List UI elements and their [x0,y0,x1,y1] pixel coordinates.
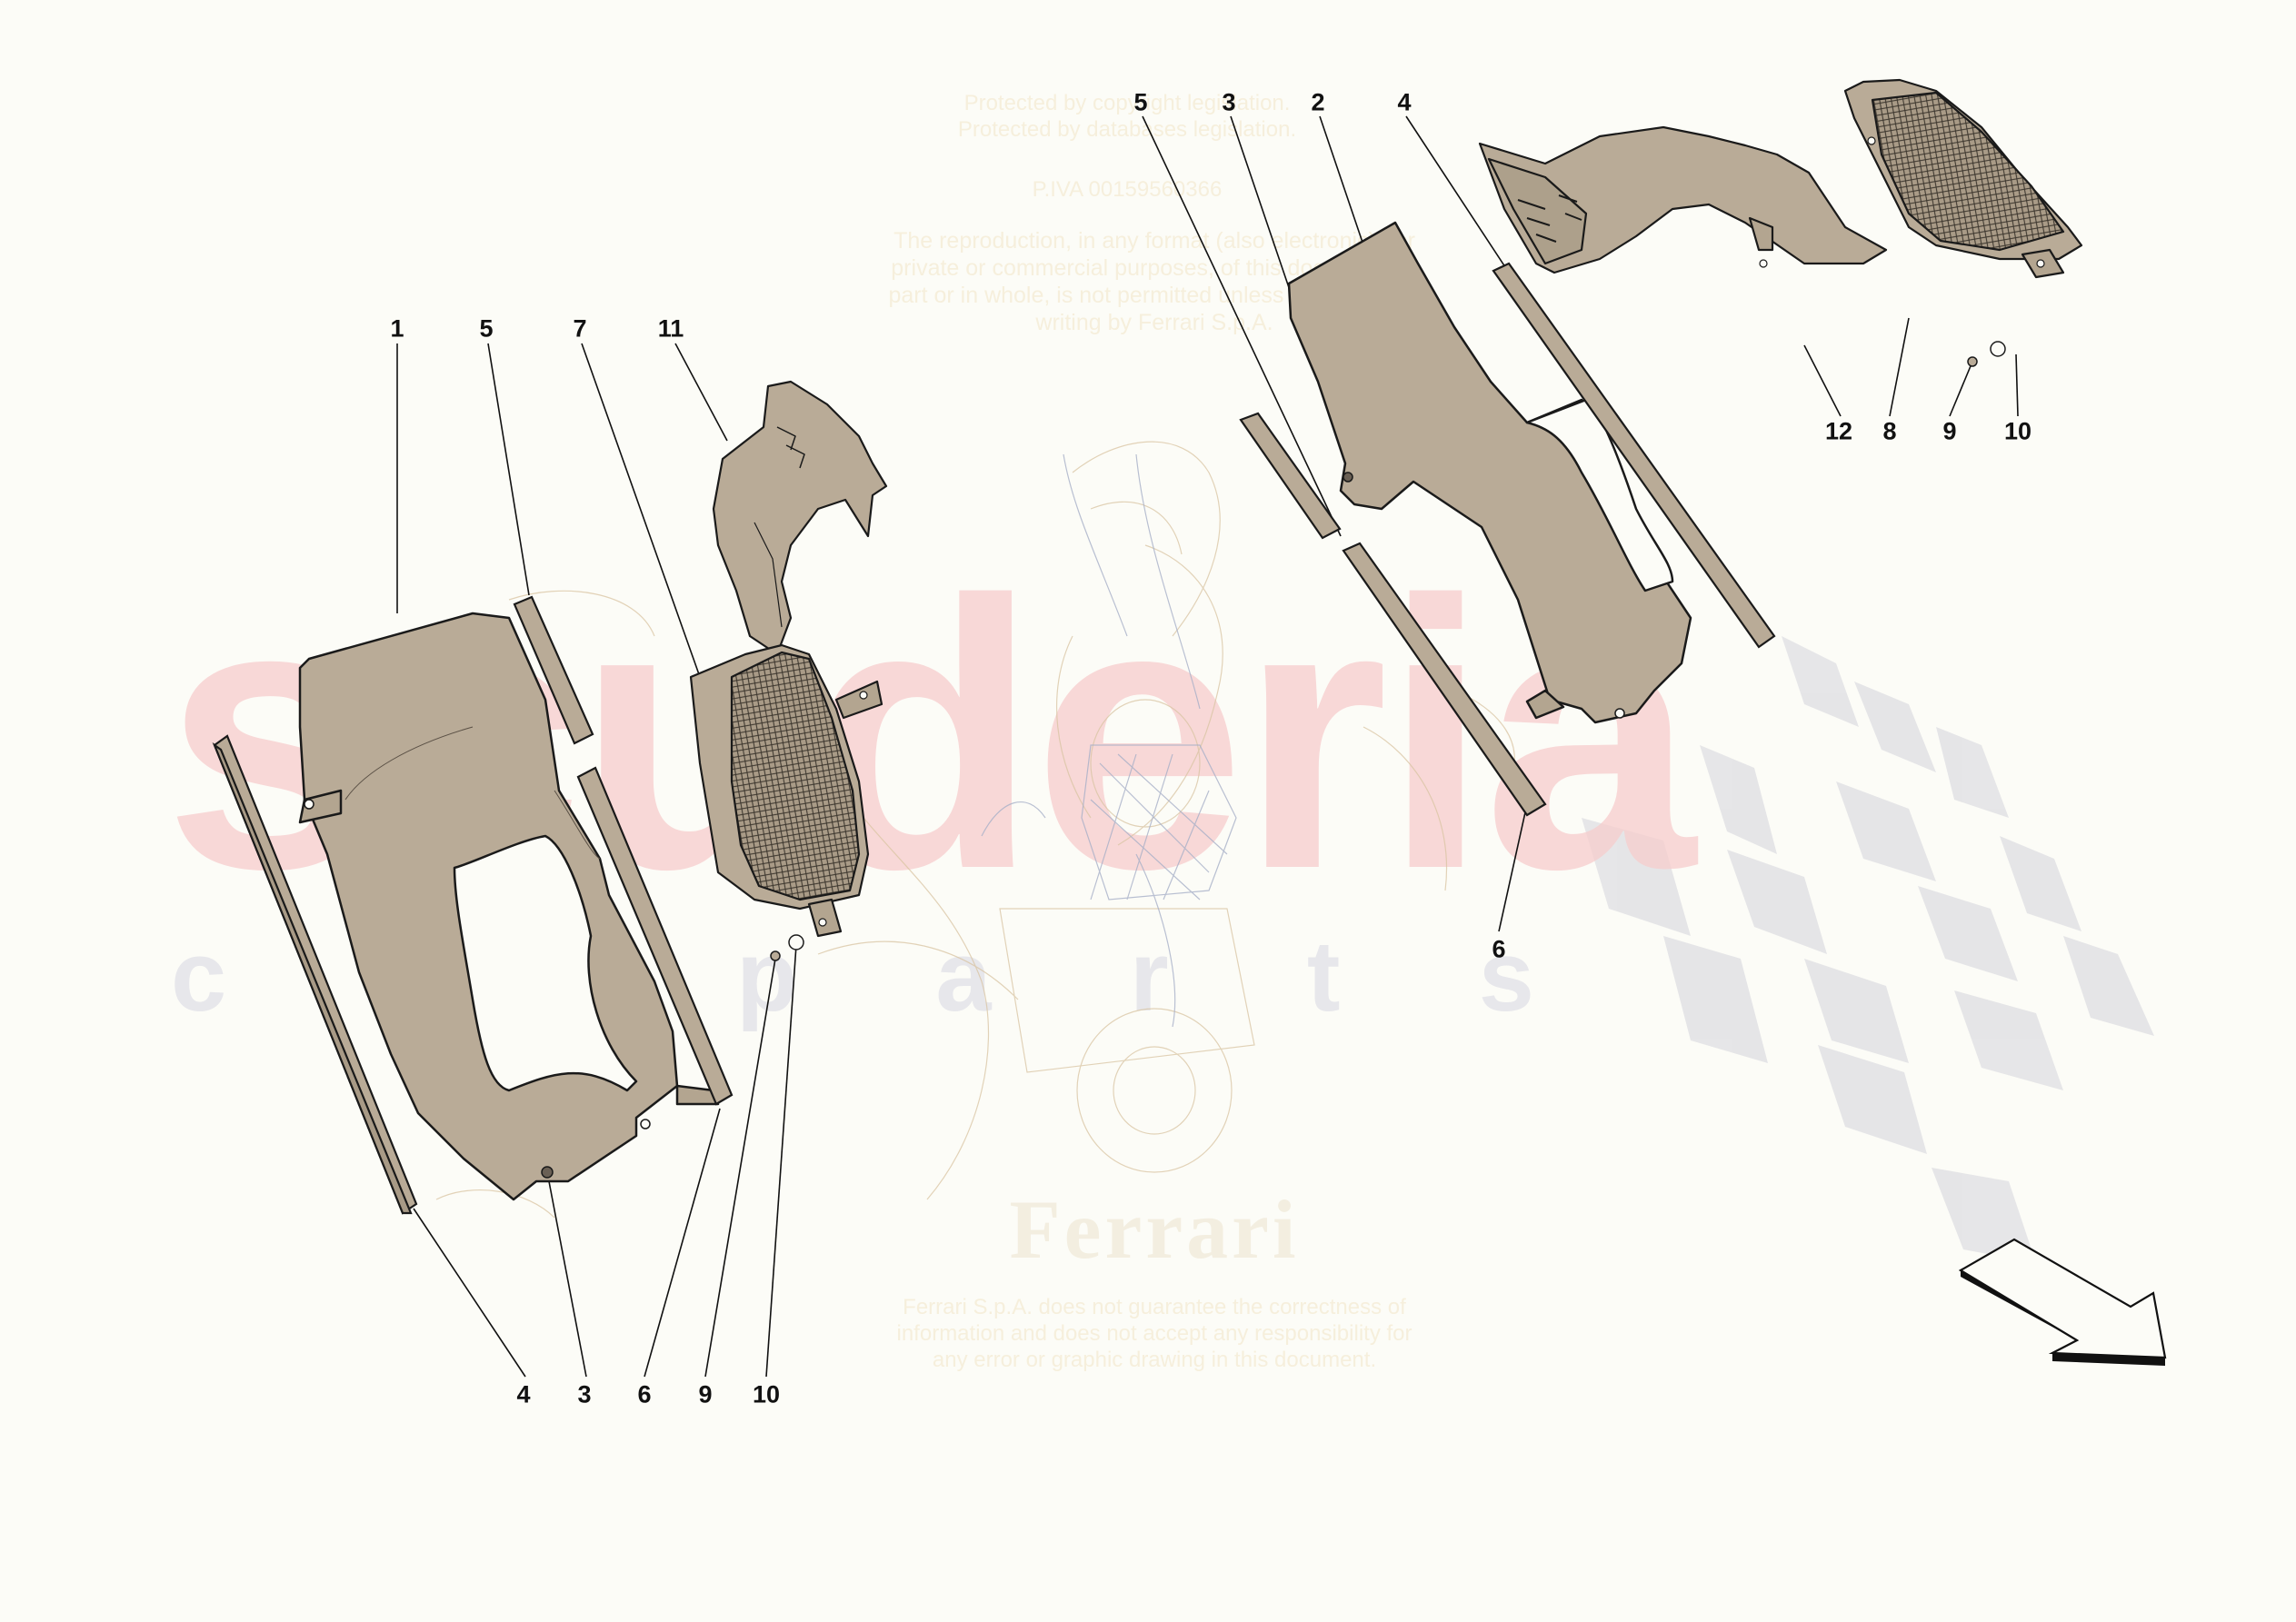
carparts-letter: t [1306,920,1341,1032]
part-1-left-duct [298,612,720,1201]
callout-10: 10 [752,1380,781,1408]
callout-8: 8 [1882,417,1897,445]
callout-5: 5 [479,314,494,343]
part-12-top-duct [1478,125,1888,274]
part-4-right-strip [1492,262,1776,649]
washer-10-right [1990,341,2006,357]
engine-sketch-blue [981,453,1237,1028]
part-2-right-duct [1287,221,1692,724]
part-4-left-strip [212,734,418,1215]
part-6-right-strip [1342,542,1547,817]
callout-4: 4 [1397,88,1412,116]
part-5-left-strip [513,595,594,745]
callout-7: 7 [573,314,587,343]
callout-3: 3 [577,1380,592,1408]
callout-2: 2 [1311,88,1325,116]
carparts-letter: r [1129,920,1169,1032]
callout-3: 3 [1222,88,1236,116]
callout-11: 11 [657,314,684,343]
callout-10: 10 [2003,417,2032,445]
disclaimer-line-1: Ferrari S.p.A. does not guarantee the co… [903,1295,1406,1319]
disclaimer-line-2: information and does not accept any resp… [896,1320,1413,1346]
copyright-line-2: Protected by databases legislation. [957,116,1297,142]
part-7-left-grille [689,643,883,938]
carparts-letter: c [171,920,227,1032]
right-fasteners [1967,341,2006,367]
engine-sketch [435,441,1515,1219]
copyright-watermark: Protected by copyright legislation. Prot… [873,91,1382,144]
washer-10-left [788,934,804,950]
disclaimer-line-3: any error or graphic drawing in this doc… [932,1347,1377,1372]
reproduction-line-1: The reproduction, in any format (also el… [893,228,1415,254]
part-11-upper-duct [712,380,888,656]
callout-12: 12 [1824,417,1853,445]
callout-1: 1 [390,314,404,343]
left-fasteners [770,934,804,961]
direction-arrow-icon [1958,1238,2167,1366]
callout-9: 9 [698,1380,713,1408]
callout-6: 6 [637,1380,652,1408]
reproduction-line-4: writing by Ferrari S.p.A. [1035,310,1273,335]
copyright-line-1: Protected by copyright legislation. [963,91,1291,115]
screw-9-right [1967,356,1978,367]
ferrari-logo-watermark: Ferrari [1009,1183,1300,1276]
vat-watermark: P.IVA 00159560366 [1032,177,1223,202]
disclaimer-watermark: Ferrari S.p.A. does not guarantee the co… [836,1295,1472,1373]
part-8-top-grille [1843,78,2083,279]
screw-9-left [770,950,781,961]
callout-5: 5 [1133,88,1148,116]
part-5-right-strip [1239,412,1342,540]
callout-9: 9 [1942,417,1957,445]
part-6-left-strip [576,766,734,1106]
carparts-letter: s [1478,920,1534,1032]
callout-4: 4 [516,1380,531,1408]
callout-6: 6 [1492,935,1506,963]
